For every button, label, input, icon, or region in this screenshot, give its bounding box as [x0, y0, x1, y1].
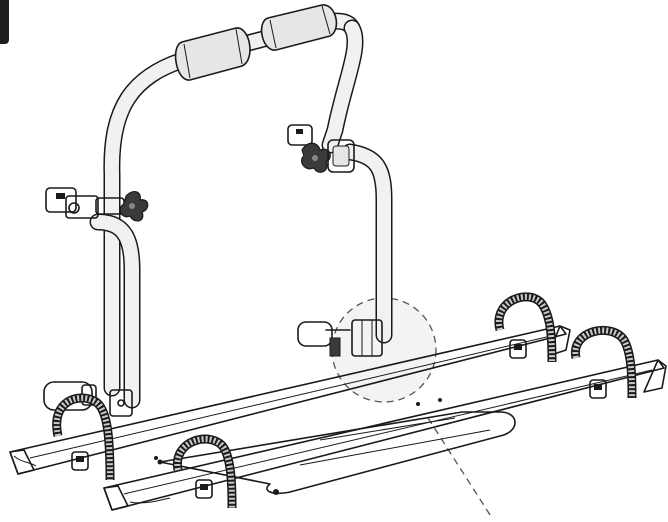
knob-icon: [119, 191, 149, 222]
center-lower-clamp: [297, 319, 383, 357]
front-rail: [103, 359, 667, 511]
clamp-icon: [71, 339, 607, 499]
frame-left-arm: [103, 49, 199, 397]
detail-callout-icon: [331, 297, 493, 519]
right-hinge-clamp: [287, 124, 355, 173]
foam-pad-left: [174, 27, 251, 81]
left-hinge-clamp: [45, 187, 125, 219]
page-corner-tab: [0, 0, 9, 44]
rail-fasteners: [154, 398, 442, 460]
frame-right-arm: [321, 19, 393, 344]
frame-left-lower-tube: [89, 213, 141, 409]
foam-pad-right: [260, 4, 338, 51]
strap-icon: [52, 292, 637, 509]
left-lower-clamp: [43, 381, 133, 417]
